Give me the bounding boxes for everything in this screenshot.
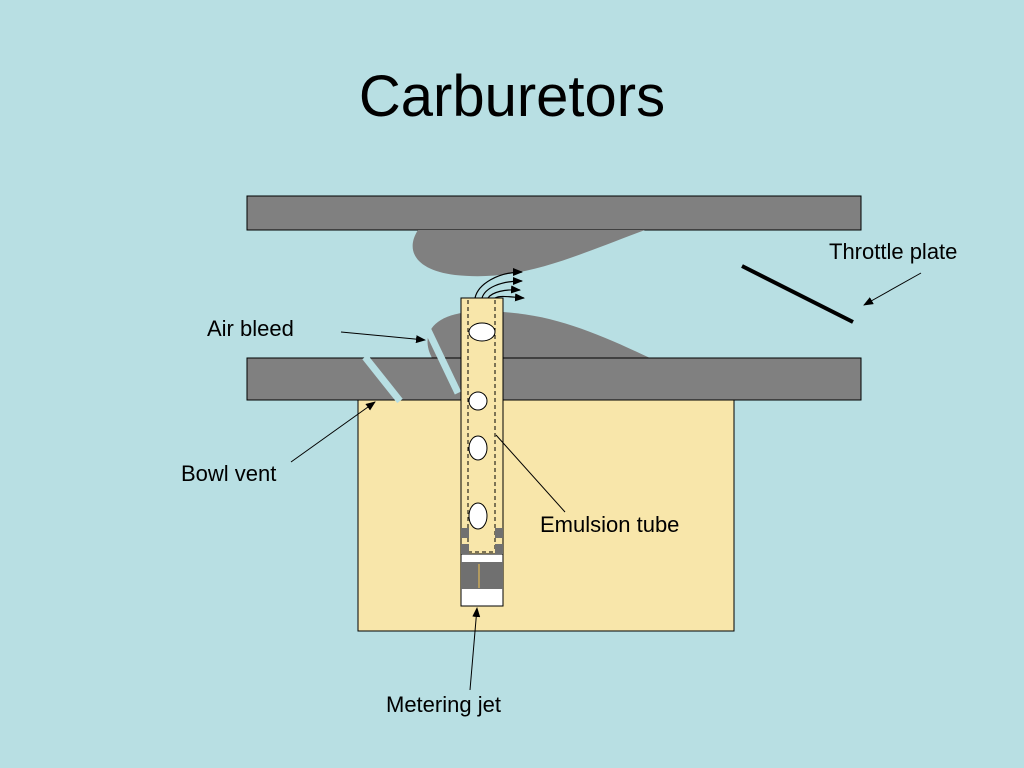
float-bowl (357, 399, 735, 632)
air-bleed-label: Air bleed (207, 316, 294, 341)
jet-housing-band (461, 562, 503, 589)
fuel-flow-curl (494, 293, 525, 302)
metering-jet-leader (469, 607, 481, 691)
air-bleed-passage (422, 324, 462, 395)
throttle-plate-label: Throttle plate (829, 239, 957, 264)
fuel-flow-curl (474, 268, 523, 299)
jet-housing-band (461, 528, 469, 538)
fuel-flow-curl (481, 277, 523, 299)
emulsion-tube-leader (495, 434, 566, 513)
jet-housing-band (461, 544, 469, 554)
venturi-top-curve (412, 230, 645, 277)
jet-housing-band (495, 528, 503, 538)
jet-housing-band (495, 544, 503, 554)
throttle-plate-leader (863, 272, 922, 306)
metering-jet-label: Metering jet (386, 692, 501, 717)
emulsion-tube-label: Emulsion tube (540, 512, 679, 537)
slide-title: Carburetors (358, 64, 666, 129)
throttle-plate (741, 264, 854, 324)
emulsion-hole (468, 322, 496, 342)
bowl-vent-leader (290, 401, 376, 463)
bowl-vent-passage (362, 354, 403, 404)
emulsion-hole (468, 502, 488, 530)
emulsion-hole (468, 435, 488, 461)
emulsion-hole (468, 391, 488, 411)
air-bleed-leader (340, 331, 426, 344)
bowl-vent-label: Bowl vent (181, 461, 276, 486)
venturi-bottom-wall (246, 357, 862, 401)
venturi-top-wall (246, 195, 862, 231)
fuel-flow-curl (487, 285, 521, 299)
